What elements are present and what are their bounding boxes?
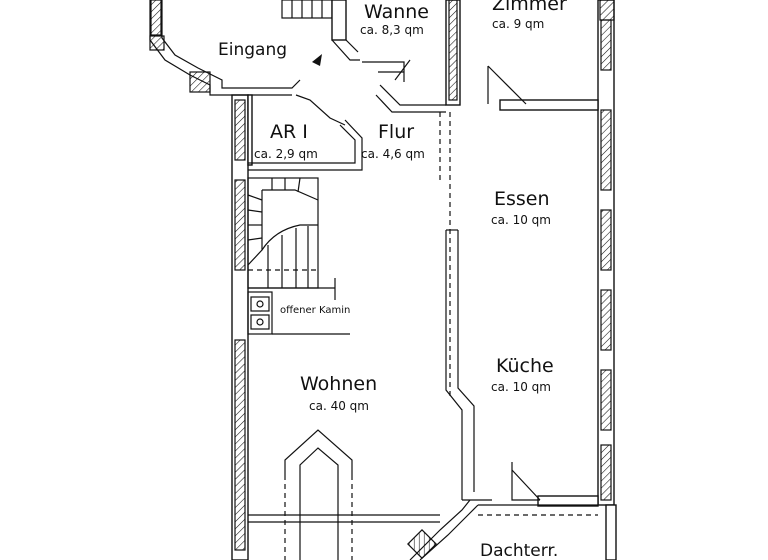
bath-door-swing [362,61,405,82]
bay-wall-window [150,0,162,36]
roof-window [284,429,353,475]
room-area-ar: ca. 2,9 qm [254,147,318,161]
ar-wall [295,94,346,126]
right-wall-window [600,369,612,431]
bath-wall [331,39,360,61]
right-wall-window [600,209,612,271]
zimmer-door-swing [487,65,527,105]
kitchen-lower-wall [537,495,599,507]
fireplace-box [250,314,270,330]
room-label-ar: AR I [270,121,308,143]
room-area-kueche: ca. 10 qm [491,380,551,394]
left-wall-window [234,99,246,161]
fireplace-box [250,296,270,312]
room-area-essen: ca. 10 qm [491,213,551,227]
staircase-curve [247,190,263,266]
bath-wall [345,39,359,53]
roof-window [299,447,339,475]
right-wall-window [600,109,612,191]
fireplace-label: offener Kamin [280,305,350,316]
fireplace-burner [256,318,264,326]
ar-left-wall [247,94,253,166]
right-wall-window [600,19,612,71]
kitchen-wall [457,230,475,492]
bath-lower-wall [379,84,446,106]
room-label-flur: Flur [378,121,414,143]
bath-right-wall-fill [448,0,458,101]
staircase-curve [262,189,319,201]
ar-wall [248,119,363,171]
left-wall-window [234,179,246,271]
bath-left-wall [331,0,347,41]
zimmer-corner [599,0,615,21]
entrance-arrow [312,54,322,66]
left-wall-window [234,339,246,551]
kitchen-door-swing [511,462,540,501]
bay-wall-corner [189,71,211,93]
kitchen-door-leaf [511,469,541,501]
stair-top [281,0,333,19]
terrace-wall-fill [407,529,437,559]
right-lower-wall [605,504,617,560]
terrace-wall [419,504,479,560]
room-area-wanne: ca. 8,3 qm [360,23,424,37]
stair-tread [297,177,301,193]
room-area-wohnen: ca. 40 qm [309,399,369,413]
room-label-dachterrasse: Dachterr. [480,541,558,560]
bay-wall-corner [149,35,165,51]
ar-wall [248,124,356,164]
room-label-wanne: Wanne [364,1,429,23]
room-area-flur: ca. 4,6 qm [361,147,425,161]
bath-door-leaf [394,59,411,81]
staircase-curve [261,224,318,251]
room-label-zimmer: Zimmer [492,0,567,15]
room-area-zimmer: ca. 9 qm [492,17,544,31]
right-wall-window [600,444,612,501]
room-label-essen: Essen [494,188,550,210]
room-label-wohnen: Wohnen [300,373,377,395]
eingang-wall [248,79,301,89]
bath-lower-wall [375,94,446,113]
room-label-kueche: Küche [496,355,554,377]
fireplace-burner [256,300,264,308]
kitchen-wall [445,230,463,500]
stair-tread [247,194,263,201]
stair-tread [247,237,263,241]
stair-tread [247,209,263,213]
right-wall-window [600,289,612,351]
room-label-eingang: Eingang [218,40,287,60]
fireplace [247,291,273,335]
zimmer-lower-wall [499,99,599,111]
